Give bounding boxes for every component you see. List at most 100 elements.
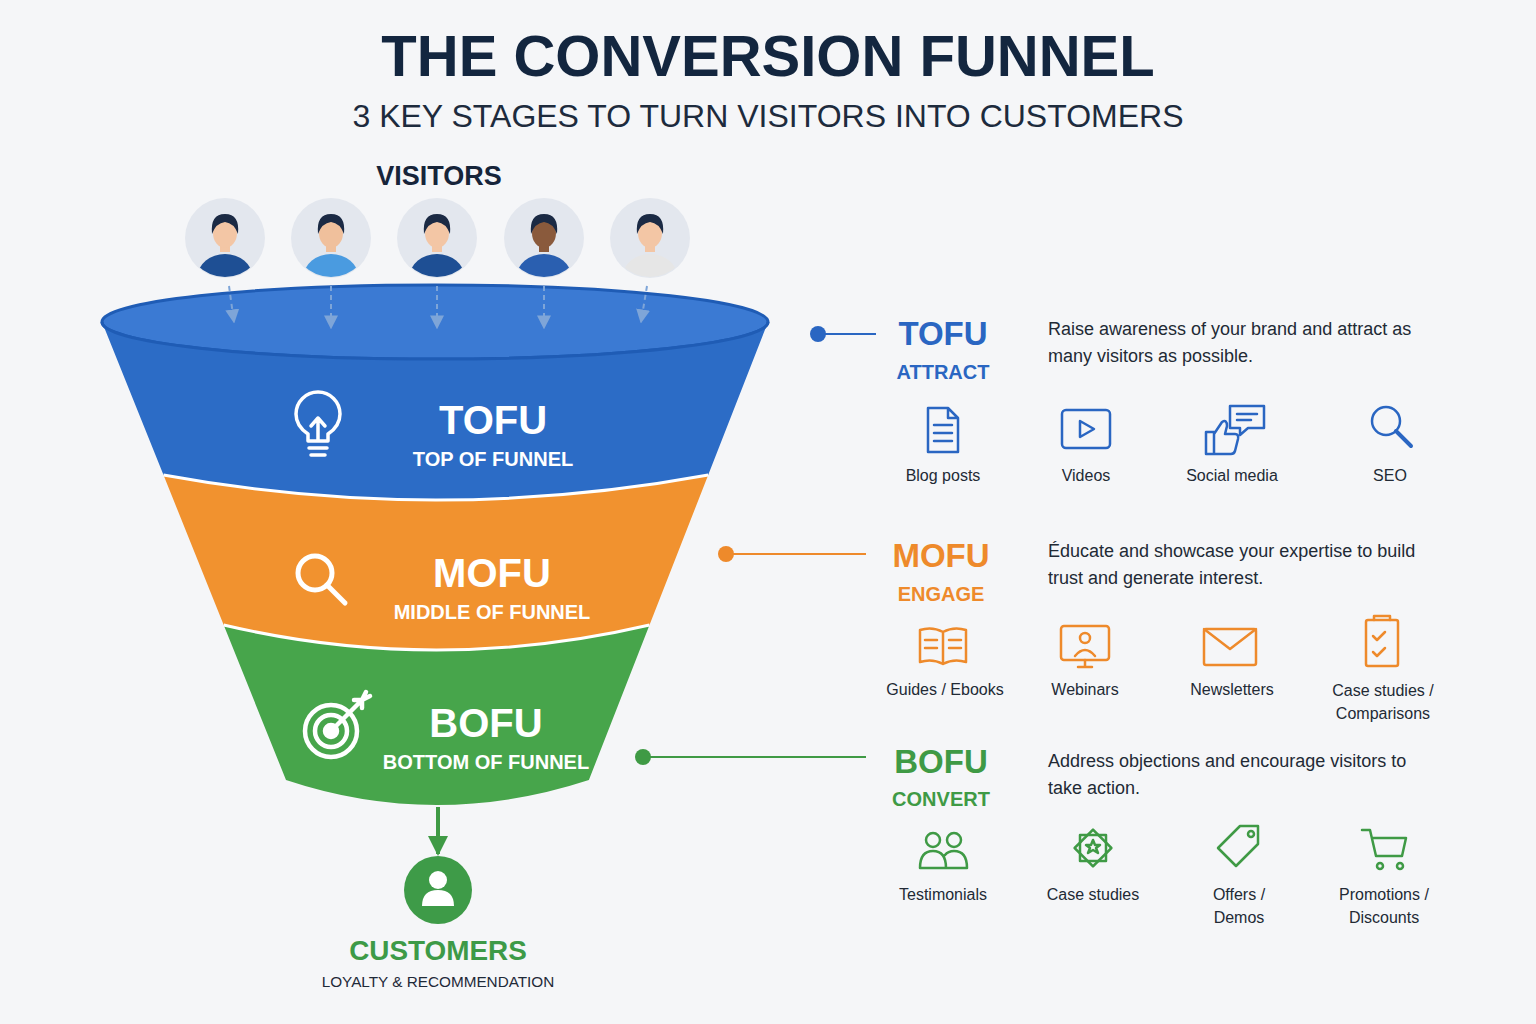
stage-heading: BOFU <box>841 742 1041 782</box>
mofu-icons-part <box>920 628 966 664</box>
stage-subtitle: LOYALTY & RECOMMENDATION <box>322 969 555 995</box>
tactic-label: Promotions / Discounts <box>1327 883 1442 929</box>
title-wrap: THE CONVERSION FUNNEL <box>168 22 1368 90</box>
funnel-band: TOFUTOP OF FUNNEL <box>100 280 770 512</box>
stage-subtitle: MIDDLE OF FUNNEL <box>394 597 591 627</box>
stage-verb: ENGAGE <box>841 582 1041 606</box>
node-text-group: BOFUBOTTOM OF FUNNEL <box>383 699 589 777</box>
mofu-icons-part <box>1204 629 1256 665</box>
funnel-band-shape-part <box>164 475 709 500</box>
label-wrap: Testimonials <box>878 883 1008 906</box>
label-wrap: Case studies / Comparisons <box>1323 679 1443 725</box>
tactic-label: Videos <box>1021 465 1151 487</box>
bofu-icons-part <box>1397 863 1403 869</box>
funnel-band-shape-part-part <box>309 418 327 455</box>
label-wrap: Newsletters <box>1167 679 1297 701</box>
funnel-band-shape-part <box>102 322 768 500</box>
tactic-label: Guides / Ebooks <box>875 679 1015 701</box>
customer-node: CUSTOMERSLOYALTY & RECOMMENDATION <box>288 852 588 1002</box>
bofu-icons-part <box>926 833 940 847</box>
tactic-label: Offers / Demos <box>1199 883 1279 929</box>
tofu-icons-part <box>1062 410 1110 448</box>
bofu-icons-part <box>1248 831 1254 837</box>
tofu-icons-part <box>1230 406 1264 435</box>
node-text-group: TOFUTOP OF FUNNEL <box>413 396 573 474</box>
bofu-icons-part <box>1075 830 1112 867</box>
label-wrap: Case studies <box>1028 883 1158 906</box>
stage-verb: CONVERT <box>841 787 1041 811</box>
leader-lines-part <box>818 333 876 335</box>
node-text-group: CUSTOMERSLOYALTY & RECOMMENDATION <box>322 932 555 995</box>
label-wrap: 3 KEY STAGES TO TURN VISITORS INTO CUSTO… <box>218 96 1318 136</box>
label-wrap: Blog posts <box>878 465 1008 487</box>
stage-description: Éducate and showcase your expertise to b… <box>1048 538 1428 592</box>
customer-node-shape-part <box>404 856 472 924</box>
visitor-avatars-part <box>397 198 477 298</box>
label-wrap: Address objections and encourage visitor… <box>1048 748 1428 802</box>
mofu-icons-part <box>1061 626 1109 660</box>
bofu-icons-part <box>1377 863 1383 869</box>
leader-lines-part <box>718 546 734 562</box>
funnel-band-shape-part <box>102 322 768 359</box>
label-wrap: BOFU <box>841 742 1041 782</box>
label-wrap: Offers / Demos <box>1199 883 1279 929</box>
tactic-label: Social media <box>1167 465 1297 487</box>
label-wrap: VISITORS <box>319 160 559 192</box>
funnel-band-shape-part <box>164 475 709 650</box>
stage-heading: MOFU <box>841 536 1041 576</box>
funnel-band-shape-part-part <box>327 585 345 603</box>
mofu-icons <box>920 616 1398 667</box>
bofu-icons-part <box>1218 826 1258 866</box>
funnel-band-shape-part <box>305 692 370 757</box>
visitor-arrows-part <box>543 286 545 328</box>
funnel-band-shape <box>100 280 770 512</box>
label-wrap: Éducate and showcase your expertise to b… <box>1048 538 1428 592</box>
mofu-icons-part <box>1075 650 1095 667</box>
visitor-avatars-part <box>504 198 584 298</box>
tactic-label: Case studies <box>1028 883 1158 906</box>
tactic-label: Webinars <box>1020 679 1150 701</box>
leader-lines-part <box>726 553 866 555</box>
customer-node-shape-part <box>422 890 454 906</box>
node-text-group: MOFUMIDDLE OF FUNNEL <box>394 549 591 627</box>
bofu-icons-part <box>1362 830 1406 856</box>
label-wrap: TOFU <box>843 314 1043 354</box>
bofu-icons-part <box>947 833 961 847</box>
stage-description: Raise awareness of your brand and attrac… <box>1048 316 1428 370</box>
leader-lines-part <box>643 756 866 758</box>
stage-subtitle: BOTTOM OF FUNNEL <box>383 747 589 777</box>
tofu-icons-part <box>1080 421 1094 437</box>
funnel-band-shape-part <box>224 625 650 805</box>
stage-name: TOFU <box>413 396 573 444</box>
funnel-band: BOFUBOTTOM OF FUNNEL <box>220 620 654 820</box>
stage-name: MOFU <box>394 549 591 597</box>
visitor-arrows-part <box>641 286 647 322</box>
visitor-arrows-part <box>436 286 438 328</box>
funnel-band-shape-part <box>296 392 340 455</box>
tactic-label: Testimonials <box>878 883 1008 906</box>
tofu-icons-part <box>1206 421 1238 454</box>
bofu-icons <box>920 826 1406 869</box>
mofu-icons-part <box>1204 629 1256 649</box>
visitor-arrows-part <box>229 286 234 322</box>
stage-name: BOFU <box>383 699 589 747</box>
visitor-avatars-part <box>185 198 265 298</box>
leader-lines-part <box>810 326 826 342</box>
subtitle: 3 KEY STAGES TO TURN VISITORS INTO CUSTO… <box>218 96 1318 136</box>
tactic-label: SEO <box>1325 465 1455 487</box>
group-label: VISITORS <box>319 160 559 192</box>
stage-verb: ATTRACT <box>843 360 1043 384</box>
mofu-icons-part <box>1366 620 1398 666</box>
label-wrap: SEO <box>1325 465 1455 487</box>
tofu-icons <box>928 406 1411 454</box>
tofu-icons-part <box>928 408 958 452</box>
visitor-avatars-part <box>610 198 690 298</box>
flow-arrow <box>436 807 440 854</box>
label-wrap: ATTRACT <box>843 360 1043 384</box>
label-wrap: ENGAGE <box>841 582 1041 606</box>
funnel-rim <box>102 285 768 359</box>
stage-subtitle: TOP OF FUNNEL <box>413 444 573 474</box>
visitor-arrows-part <box>330 286 332 328</box>
tactic-label: Newsletters <box>1167 679 1297 701</box>
